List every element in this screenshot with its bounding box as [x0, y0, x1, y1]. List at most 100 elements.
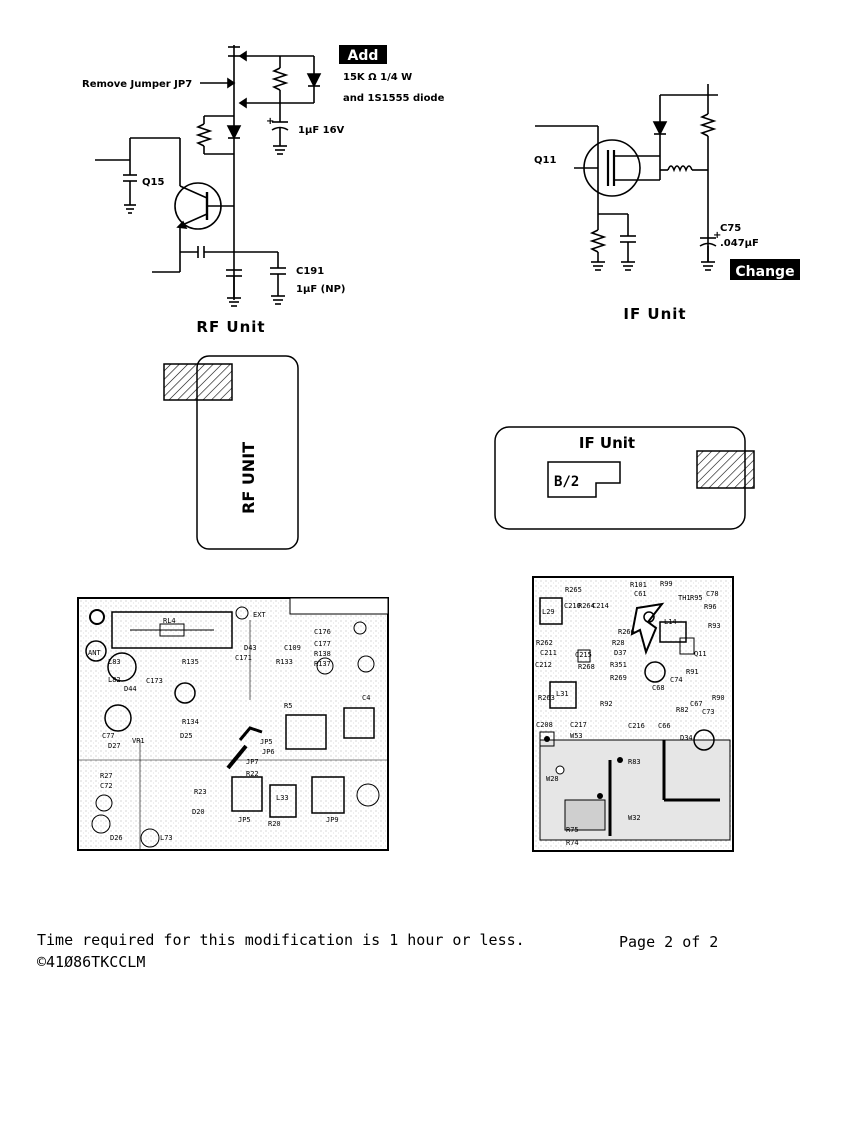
pcb-label: JP5 — [260, 738, 273, 746]
pcb-label: C72 — [100, 782, 113, 790]
if-board-location-marker — [696, 450, 755, 489]
if-board-label: IF Unit — [579, 434, 635, 452]
pcb-label: C77 — [102, 732, 115, 740]
add-badge: Add — [348, 48, 379, 64]
document-code: ©41Ø86TKCCLM — [37, 953, 146, 971]
pcb-label: R82 — [676, 706, 689, 714]
pcb-label: C177 — [314, 640, 331, 648]
pcb-label: TH1 — [678, 594, 691, 602]
if-pcb-labels: R101 R99 C78 R265 C61 R96 L29 C210 R264 … — [535, 580, 725, 847]
pcb-label: C211 — [540, 649, 557, 657]
pcb-label: R99 — [660, 580, 673, 588]
pcb-label: JP9 — [326, 816, 339, 824]
pcb-label: R101 — [630, 581, 647, 589]
pcb-label: W28 — [546, 775, 559, 783]
rf-transistor-label: Q15 — [142, 177, 164, 188]
pcb-label: D44 — [124, 685, 137, 693]
plus-sign: + — [266, 116, 274, 127]
pcb-label: D43 — [244, 644, 257, 652]
rf-schematic — [95, 45, 322, 307]
pcb-label: C212 — [535, 661, 552, 669]
pcb-label: L82 — [108, 676, 121, 684]
pcb-label: D37 — [614, 649, 627, 657]
pcb-label: R266 — [618, 628, 635, 636]
add-part-line2: and 1S1555 diode — [343, 93, 445, 104]
pcb-label: R134 — [182, 718, 199, 726]
rf-board-location-marker — [163, 363, 233, 401]
pcb-label: L33 — [276, 794, 289, 802]
pcb-label: R91 — [686, 668, 699, 676]
if-pcb-photo — [532, 576, 734, 852]
pcb-label: JP6 — [262, 748, 275, 756]
pcb-label: C66 — [658, 722, 671, 730]
pcb-label: C68 — [652, 684, 665, 692]
pcb-label: L29 — [542, 608, 555, 616]
pcb-label: C67 — [690, 700, 703, 708]
pcb-label: R262 — [536, 639, 553, 647]
pcb-label: D20 — [192, 808, 205, 816]
pcb-label: R138 — [314, 650, 331, 658]
pcb-label: RL4 — [163, 617, 176, 625]
pcb-label: R90 — [712, 694, 725, 702]
pcb-label: R264 — [578, 602, 595, 610]
if-plus-sign: + — [713, 230, 721, 241]
pcb-label: C215 — [575, 651, 592, 659]
change-badge: Change — [735, 264, 794, 280]
pcb-label: R269 — [610, 674, 627, 682]
pcb-label: VR1 — [132, 737, 145, 745]
pcb-label: R75 — [566, 826, 579, 834]
pcb-label: C214 — [592, 602, 609, 610]
pcb-label: R133 — [276, 658, 293, 666]
pcb-label: R20 — [268, 820, 281, 828]
rf-board-label: RF UNIT — [239, 442, 258, 514]
pcb-label: EXT — [253, 611, 266, 619]
if-transistor-label: Q11 — [534, 155, 556, 166]
pcb-label: D34 — [680, 734, 693, 742]
pcb-label: D25 — [180, 732, 193, 740]
pcb-label: R22 — [246, 770, 259, 778]
pcb-label: C216 — [628, 722, 645, 730]
pcb-label: C61 — [634, 590, 647, 598]
pcb-label: R95 — [690, 594, 703, 602]
pcb-label: W32 — [628, 814, 641, 822]
pcb-label: JP7 — [246, 758, 259, 766]
pcb-label: W53 — [570, 732, 583, 740]
pcb-label: R27 — [100, 772, 113, 780]
if-sub-board-label: B/2 — [554, 474, 579, 490]
rf-pcb-labels: RL4 R135 L83 L82 D44 C173 R134 D25 VR1 D… — [88, 611, 370, 842]
rf-cap-ref-value: 1µF (NP) — [296, 284, 345, 295]
rf-schematic-title: RF Unit — [196, 318, 265, 336]
pcb-label: R351 — [610, 661, 627, 669]
pcb-label: R265 — [565, 586, 582, 594]
pcb-label: R135 — [182, 658, 199, 666]
rf-pcb-photo — [77, 597, 389, 851]
if-schematic-title: IF Unit — [623, 305, 686, 323]
pcb-label: C109 — [284, 644, 301, 652]
pcb-label: R23 — [194, 788, 207, 796]
pcb-label: D27 — [108, 742, 121, 750]
pcb-label: C73 — [702, 708, 715, 716]
change-badge-bg — [730, 259, 800, 280]
pcb-label: R96 — [704, 603, 717, 611]
pcb-label: L73 — [160, 834, 173, 842]
if-cap-ref: C75 — [720, 223, 741, 234]
pcb-label: C176 — [314, 628, 331, 636]
pcb-label: R28 — [612, 639, 625, 647]
rf-cap-ref: C191 — [296, 266, 324, 277]
pcb-label: C208 — [536, 721, 553, 729]
if-schematic — [535, 84, 718, 271]
pcb-label: R263 — [538, 694, 555, 702]
pcb-label: R83 — [628, 758, 641, 766]
pcb-label: C4 — [362, 694, 370, 702]
rf-cap-value: 1µF 16V — [298, 125, 345, 136]
pcb-label: C217 — [570, 721, 587, 729]
page-number: Page 2 of 2 — [619, 933, 719, 951]
pcb-label: C173 — [146, 677, 163, 685]
pcb-label: R92 — [600, 700, 613, 708]
pcb-label: C78 — [706, 590, 719, 598]
pcb-label: JP5 — [238, 816, 251, 824]
rf-board-outline — [196, 355, 299, 550]
pcb-label: D26 — [110, 834, 123, 842]
add-part-line1: 15K Ω 1/4 W — [343, 72, 412, 83]
